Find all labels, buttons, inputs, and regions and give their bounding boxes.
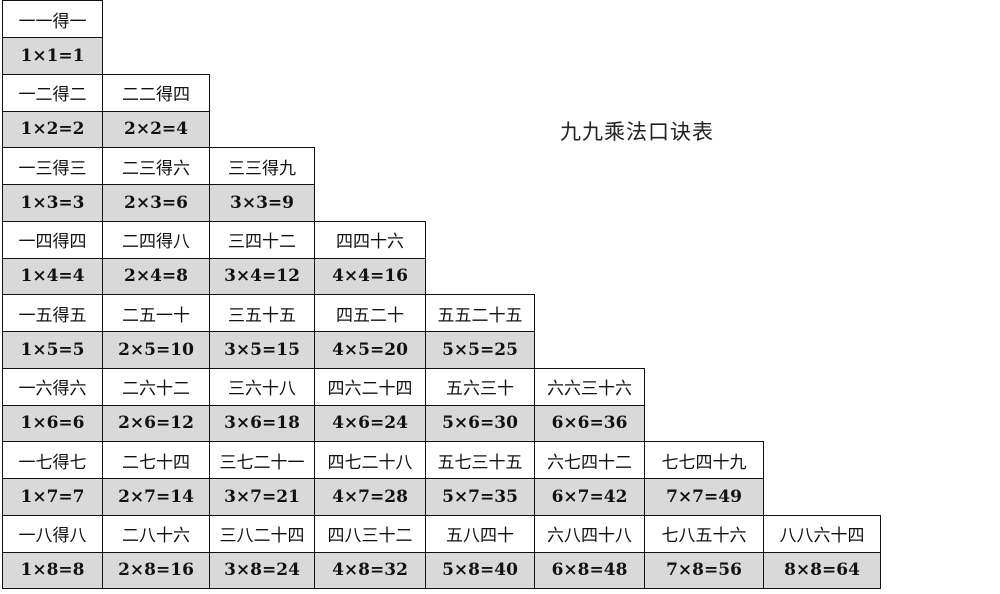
next-row-edge: [2, 588, 881, 594]
verse-cell: 五八四十: [425, 514, 535, 553]
verse-cell: 四八三十二: [314, 514, 426, 553]
verse-cell: 三六十八: [209, 367, 315, 406]
verse-cell: 三四十二: [209, 220, 315, 259]
equation-cell: 7×8=56: [644, 551, 764, 589]
equation-cell: 3×6=18: [209, 404, 315, 442]
equation-cell: 3×8=24: [209, 551, 315, 589]
equation-cell: 1×4=4: [2, 257, 103, 295]
verse-cell: 一八得八: [2, 514, 103, 553]
equation-cell: 2×4=8: [102, 257, 210, 295]
page-title: 九九乘法口诀表: [560, 120, 714, 144]
equation-cell: 2×3=6: [102, 184, 210, 222]
equation-cell: 4×8=32: [314, 551, 426, 589]
equation-cell: 1×5=5: [2, 331, 103, 369]
verse-cell: 七八五十六: [644, 514, 764, 553]
equation-cell: 3×7=21: [209, 478, 315, 516]
verse-cell: 一一得一: [2, 0, 103, 38]
verse-cell: 三五十五: [209, 294, 315, 332]
verse-cell: 一六得六: [2, 367, 103, 406]
verse-cell: 七七四十九: [644, 441, 764, 479]
equation-cell: 4×4=16: [314, 257, 426, 295]
equation-cell: 2×6=12: [102, 404, 210, 442]
verse-cell: 三七二十一: [209, 441, 315, 479]
equation-cell: 8×8=64: [763, 551, 881, 589]
verse-cell: 五五二十五: [425, 294, 535, 332]
equation-cell: 5×7=35: [425, 478, 535, 516]
verse-cell: 一四得四: [2, 220, 103, 259]
equation-cell: 1×2=2: [2, 110, 103, 148]
equation-cell: 1×6=6: [2, 404, 103, 442]
verse-cell: 二八十六: [102, 514, 210, 553]
equation-cell: 5×6=30: [425, 404, 535, 442]
equation-cell: 2×7=14: [102, 478, 210, 516]
equation-cell: 5×5=25: [425, 331, 535, 369]
equation-cell: 1×7=7: [2, 478, 103, 516]
verse-cell: 六七四十二: [534, 441, 645, 479]
equation-cell: 3×3=9: [209, 184, 315, 222]
verse-cell: 六八四十八: [534, 514, 645, 553]
equation-cell: 3×4=12: [209, 257, 315, 295]
verse-cell: 二二得四: [102, 73, 210, 112]
verse-cell: 一五得五: [2, 294, 103, 332]
verse-cell: 一二得二: [2, 73, 103, 112]
equation-cell: 7×7=49: [644, 478, 764, 516]
verse-cell: 四七二十八: [314, 441, 426, 479]
equation-cell: 3×5=15: [209, 331, 315, 369]
equation-cell: 2×5=10: [102, 331, 210, 369]
equation-cell: 2×8=16: [102, 551, 210, 589]
verse-cell: 四五二十: [314, 294, 426, 332]
equation-cell: 4×5=20: [314, 331, 426, 369]
verse-cell: 五七三十五: [425, 441, 535, 479]
verse-cell: 二五一十: [102, 294, 210, 332]
verse-cell: 一七得七: [2, 441, 103, 479]
verse-cell: 三三得九: [209, 147, 315, 185]
verse-cell: 五六三十: [425, 367, 535, 406]
verse-cell: 二四得八: [102, 220, 210, 259]
verse-cell: 四四十六: [314, 220, 426, 259]
equation-cell: 1×3=3: [2, 184, 103, 222]
equation-cell: 6×7=42: [534, 478, 645, 516]
verse-cell: 八八六十四: [763, 514, 881, 553]
verse-cell: 二七十四: [102, 441, 210, 479]
equation-cell: 2×2=4: [102, 110, 210, 148]
equation-cell: 1×8=8: [2, 551, 103, 589]
verse-cell: 四六二十四: [314, 367, 426, 406]
verse-cell: 一三得三: [2, 147, 103, 185]
equation-cell: 4×6=24: [314, 404, 426, 442]
verse-cell: 六六三十六: [534, 367, 645, 406]
equation-cell: 5×8=40: [425, 551, 535, 589]
equation-cell: 4×7=28: [314, 478, 426, 516]
equation-cell: 1×1=1: [2, 37, 103, 75]
equation-cell: 6×6=36: [534, 404, 645, 442]
verse-cell: 三八二十四: [209, 514, 315, 553]
equation-cell: 6×8=48: [534, 551, 645, 589]
verse-cell: 二六十二: [102, 367, 210, 406]
verse-cell: 二三得六: [102, 147, 210, 185]
